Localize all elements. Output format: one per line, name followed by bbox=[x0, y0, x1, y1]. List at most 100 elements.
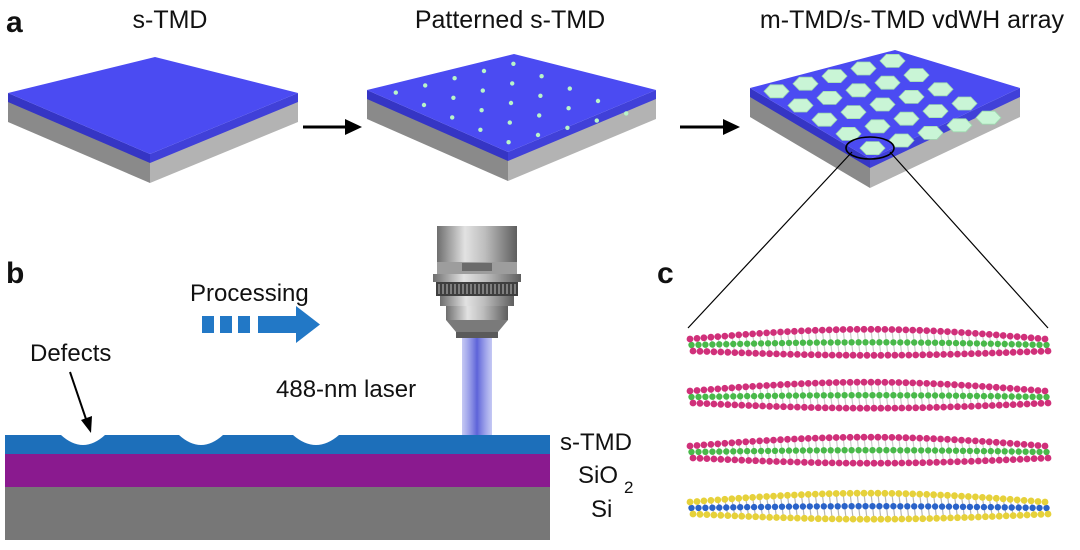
sio2-layer-label: SiO bbox=[578, 462, 618, 489]
s-tmd-top-surface bbox=[8, 57, 298, 154]
pattern-dot bbox=[537, 113, 542, 118]
panel-c-label: c bbox=[657, 257, 674, 290]
arrow-right-1 bbox=[303, 119, 362, 135]
pattern-dot bbox=[478, 127, 483, 132]
substrate-right-face bbox=[150, 100, 298, 183]
m-tmd-hexagon bbox=[845, 83, 872, 98]
pattern-dot bbox=[565, 125, 570, 130]
laser-label: 488-nm laser bbox=[276, 376, 416, 403]
vdwh-array-block bbox=[750, 50, 1020, 188]
s-tmd-right-edge bbox=[508, 90, 656, 161]
pattern-dot bbox=[511, 61, 516, 66]
pattern-dot bbox=[506, 140, 511, 145]
m-tmd-layer-3 bbox=[686, 433, 1052, 467]
panel-c: c bbox=[657, 257, 1052, 523]
defects-label: Defects bbox=[30, 340, 111, 367]
panel-b-label: b bbox=[6, 257, 24, 290]
pattern-dot bbox=[508, 100, 514, 106]
m-tmd-hexagon bbox=[787, 98, 814, 113]
pattern-dot bbox=[566, 106, 571, 111]
hexagon-array bbox=[763, 54, 1002, 156]
processing-arrow bbox=[202, 306, 320, 343]
defect-pit bbox=[179, 435, 223, 445]
pattern-dot bbox=[567, 86, 572, 91]
m-tmd-hexagon bbox=[792, 76, 819, 91]
panel-a-label: a bbox=[6, 6, 23, 39]
objective-knurl bbox=[438, 284, 516, 294]
pattern-dot bbox=[595, 98, 601, 104]
s-tmd-layer bbox=[5, 435, 550, 454]
s-tmd-left-edge bbox=[8, 93, 150, 163]
m-tmd-hexagon bbox=[975, 110, 1002, 125]
panel-a: a s-TMD Patterned s-TMD m-TMD/s-TMD vdWH… bbox=[6, 6, 1065, 188]
sio2-layer bbox=[5, 454, 550, 487]
m-tmd-hexagon bbox=[811, 112, 838, 127]
m-tmd-hexagon bbox=[850, 61, 877, 76]
title-vdwh-array: m-TMD/s-TMD vdWH array bbox=[760, 6, 1065, 34]
m-tmd-hexagon bbox=[874, 75, 901, 90]
m-tmd-hexagon bbox=[898, 90, 925, 104]
atomic-layer-stack bbox=[686, 325, 1052, 523]
pattern-dot bbox=[451, 95, 456, 101]
defect-pit bbox=[293, 435, 339, 445]
substrate-right-face bbox=[508, 97, 656, 181]
patterned-s-tmd-block bbox=[367, 54, 656, 181]
pattern-dot bbox=[421, 102, 427, 108]
pattern-dot bbox=[538, 93, 543, 99]
m-tmd-hexagon bbox=[922, 104, 949, 118]
sio2-subscript: 2 bbox=[624, 478, 633, 497]
m-tmd-layer-1 bbox=[686, 325, 1052, 359]
m-tmd-hexagon bbox=[869, 97, 896, 112]
s-tmd-atomic-layer bbox=[686, 489, 1052, 523]
pattern-dots bbox=[393, 61, 629, 145]
pattern-dot bbox=[624, 111, 629, 116]
defect-pit bbox=[61, 435, 105, 445]
arrow-right-2 bbox=[680, 119, 740, 135]
title-patterned-s-tmd: Patterned s-TMD bbox=[415, 6, 605, 34]
m-tmd-hexagon bbox=[946, 118, 973, 133]
pattern-dot bbox=[423, 83, 428, 88]
pattern-dot bbox=[507, 120, 512, 125]
si-layer-label: Si bbox=[591, 496, 612, 523]
pattern-dot bbox=[594, 118, 599, 123]
s-tmd-right-edge bbox=[150, 93, 298, 163]
defect-pits bbox=[61, 435, 339, 445]
objective-lens bbox=[433, 226, 521, 338]
s-tmd-layer-label: s-TMD bbox=[560, 429, 632, 456]
pattern-dot bbox=[450, 115, 455, 120]
m-tmd-hexagon bbox=[917, 126, 944, 140]
pattern-dot bbox=[535, 132, 541, 138]
m-tmd-hexagon bbox=[763, 84, 790, 99]
m-tmd-hexagon bbox=[816, 91, 843, 105]
m-tmd-hexagon bbox=[951, 96, 978, 111]
pattern-dot bbox=[481, 68, 487, 74]
m-tmd-hexagon bbox=[893, 111, 920, 126]
pattern-dot bbox=[480, 88, 485, 93]
s-tmd-right-edge bbox=[870, 88, 1020, 168]
zoom-line-left bbox=[687, 151, 853, 329]
s-tmd-left-edge bbox=[750, 88, 870, 168]
title-s-tmd: s-TMD bbox=[133, 6, 208, 34]
pattern-dot bbox=[393, 90, 398, 95]
m-tmd-layer-2 bbox=[686, 378, 1052, 412]
substrate-left-face bbox=[367, 97, 508, 181]
substrate-left-face bbox=[8, 100, 150, 183]
si-layer bbox=[5, 487, 550, 540]
pattern-dot bbox=[539, 74, 544, 79]
m-tmd-hexagon bbox=[879, 54, 906, 68]
pattern-dot bbox=[510, 81, 515, 86]
m-tmd-hexagon bbox=[864, 119, 891, 134]
m-tmd-hexagon bbox=[927, 82, 954, 97]
s-tmd-block bbox=[8, 57, 298, 183]
m-tmd-hexagon bbox=[903, 68, 930, 82]
m-tmd-hexagon bbox=[859, 141, 886, 156]
defects-arrow bbox=[69, 371, 92, 433]
processing-label: Processing bbox=[190, 280, 309, 307]
laser-beam bbox=[462, 338, 492, 436]
zoom-circle bbox=[845, 136, 895, 160]
m-tmd-hexagon bbox=[821, 69, 848, 83]
pattern-dot bbox=[452, 76, 457, 81]
panel-b: b Processing 488-nm laser Defects bbox=[5, 226, 633, 540]
pattern-dot bbox=[479, 108, 484, 113]
